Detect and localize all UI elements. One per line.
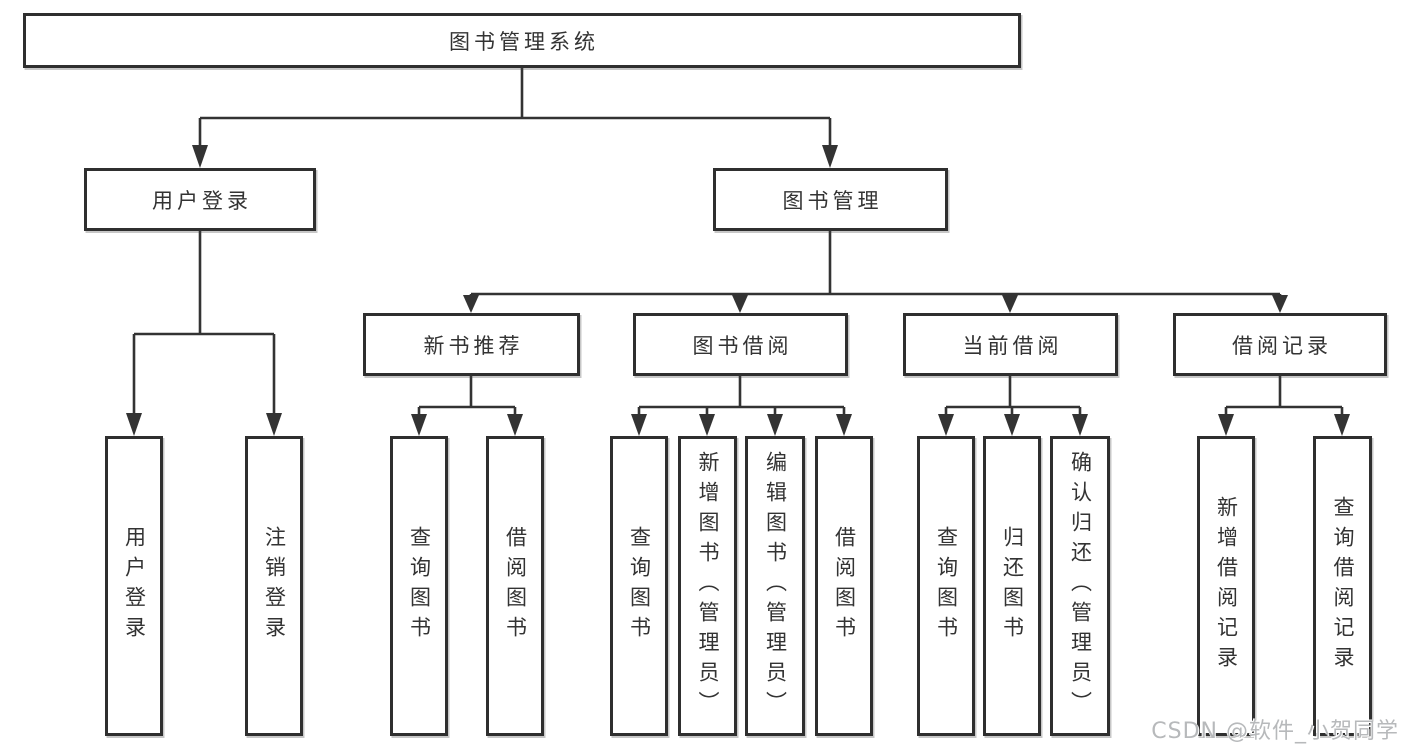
- node-borrow-record: 借阅记录: [1173, 313, 1387, 376]
- node-label: 查询图书: [407, 526, 432, 646]
- node-label: 图书借阅: [692, 333, 793, 358]
- node-book-borrow: 图书借阅: [633, 313, 848, 376]
- node-label: 查询图书: [934, 526, 959, 646]
- node-label: 注销登录: [262, 526, 287, 646]
- connector-current-borrow-to-leaves: [938, 376, 1088, 436]
- node-leaf-return-book: 归还图书: [983, 436, 1041, 736]
- connector-book-management-to-level3: [463, 231, 1288, 313]
- node-label: 确认归还（管理员）: [1068, 451, 1093, 721]
- connector-root-to-level2: [192, 68, 838, 168]
- node-leaf-edit-book-admin: 编辑图书（管理员）: [745, 436, 805, 736]
- connector-book-borrow-to-leaves: [631, 376, 852, 436]
- node-label: 查询图书: [627, 526, 652, 646]
- node-label: 借阅记录: [1232, 333, 1332, 358]
- node-leaf-query-book-current: 查询图书: [917, 436, 975, 736]
- node-leaf-query-borrow-record: 查询借阅记录: [1313, 436, 1372, 736]
- node-label: 用户登录: [152, 188, 252, 213]
- node-leaf-query-book-newbook: 查询图书: [390, 436, 448, 736]
- node-leaf-confirm-return-admin: 确认归还（管理员）: [1050, 436, 1110, 736]
- node-book-management: 图书管理: [713, 168, 948, 231]
- node-user-login: 用户登录: [84, 168, 316, 231]
- node-label: 借阅图书: [503, 526, 528, 646]
- node-label: 图书管理: [782, 188, 883, 213]
- csdn-watermark: CSDN @软件_小贺同学: [1151, 719, 1399, 744]
- node-leaf-add-borrow-record: 新增借阅记录: [1197, 436, 1255, 736]
- node-label: 新增图书（管理员）: [696, 451, 720, 721]
- node-label: 归还图书: [1000, 526, 1025, 646]
- node-leaf-logout: 注销登录: [245, 436, 303, 736]
- connector-new-book-to-leaves: [411, 376, 523, 436]
- node-leaf-borrow-book-newbook: 借阅图书: [486, 436, 544, 736]
- connector-borrow-record-to-leaves: [1218, 376, 1350, 436]
- node-label: 新书推荐: [423, 333, 524, 358]
- node-leaf-add-book-admin: 新增图书（管理员）: [678, 436, 737, 736]
- node-current-borrow: 当前借阅: [903, 313, 1118, 376]
- node-label: 编辑图书（管理员）: [763, 451, 788, 721]
- node-leaf-user-login: 用户登录: [105, 436, 163, 736]
- node-label: 借阅图书: [832, 526, 857, 646]
- node-leaf-borrow-book: 借阅图书: [815, 436, 873, 736]
- node-label: 图书管理系统: [449, 29, 599, 54]
- node-root-system: 图书管理系统: [23, 13, 1021, 68]
- node-label: 用户登录: [122, 526, 147, 646]
- node-label: 新增借阅记录: [1214, 496, 1239, 676]
- connector-user-login-to-leaves: [126, 231, 282, 436]
- node-leaf-query-book-borrow: 查询图书: [610, 436, 668, 736]
- node-new-book-recommend: 新书推荐: [363, 313, 580, 376]
- node-label: 查询借阅记录: [1331, 496, 1355, 676]
- node-label: 当前借阅: [962, 333, 1063, 358]
